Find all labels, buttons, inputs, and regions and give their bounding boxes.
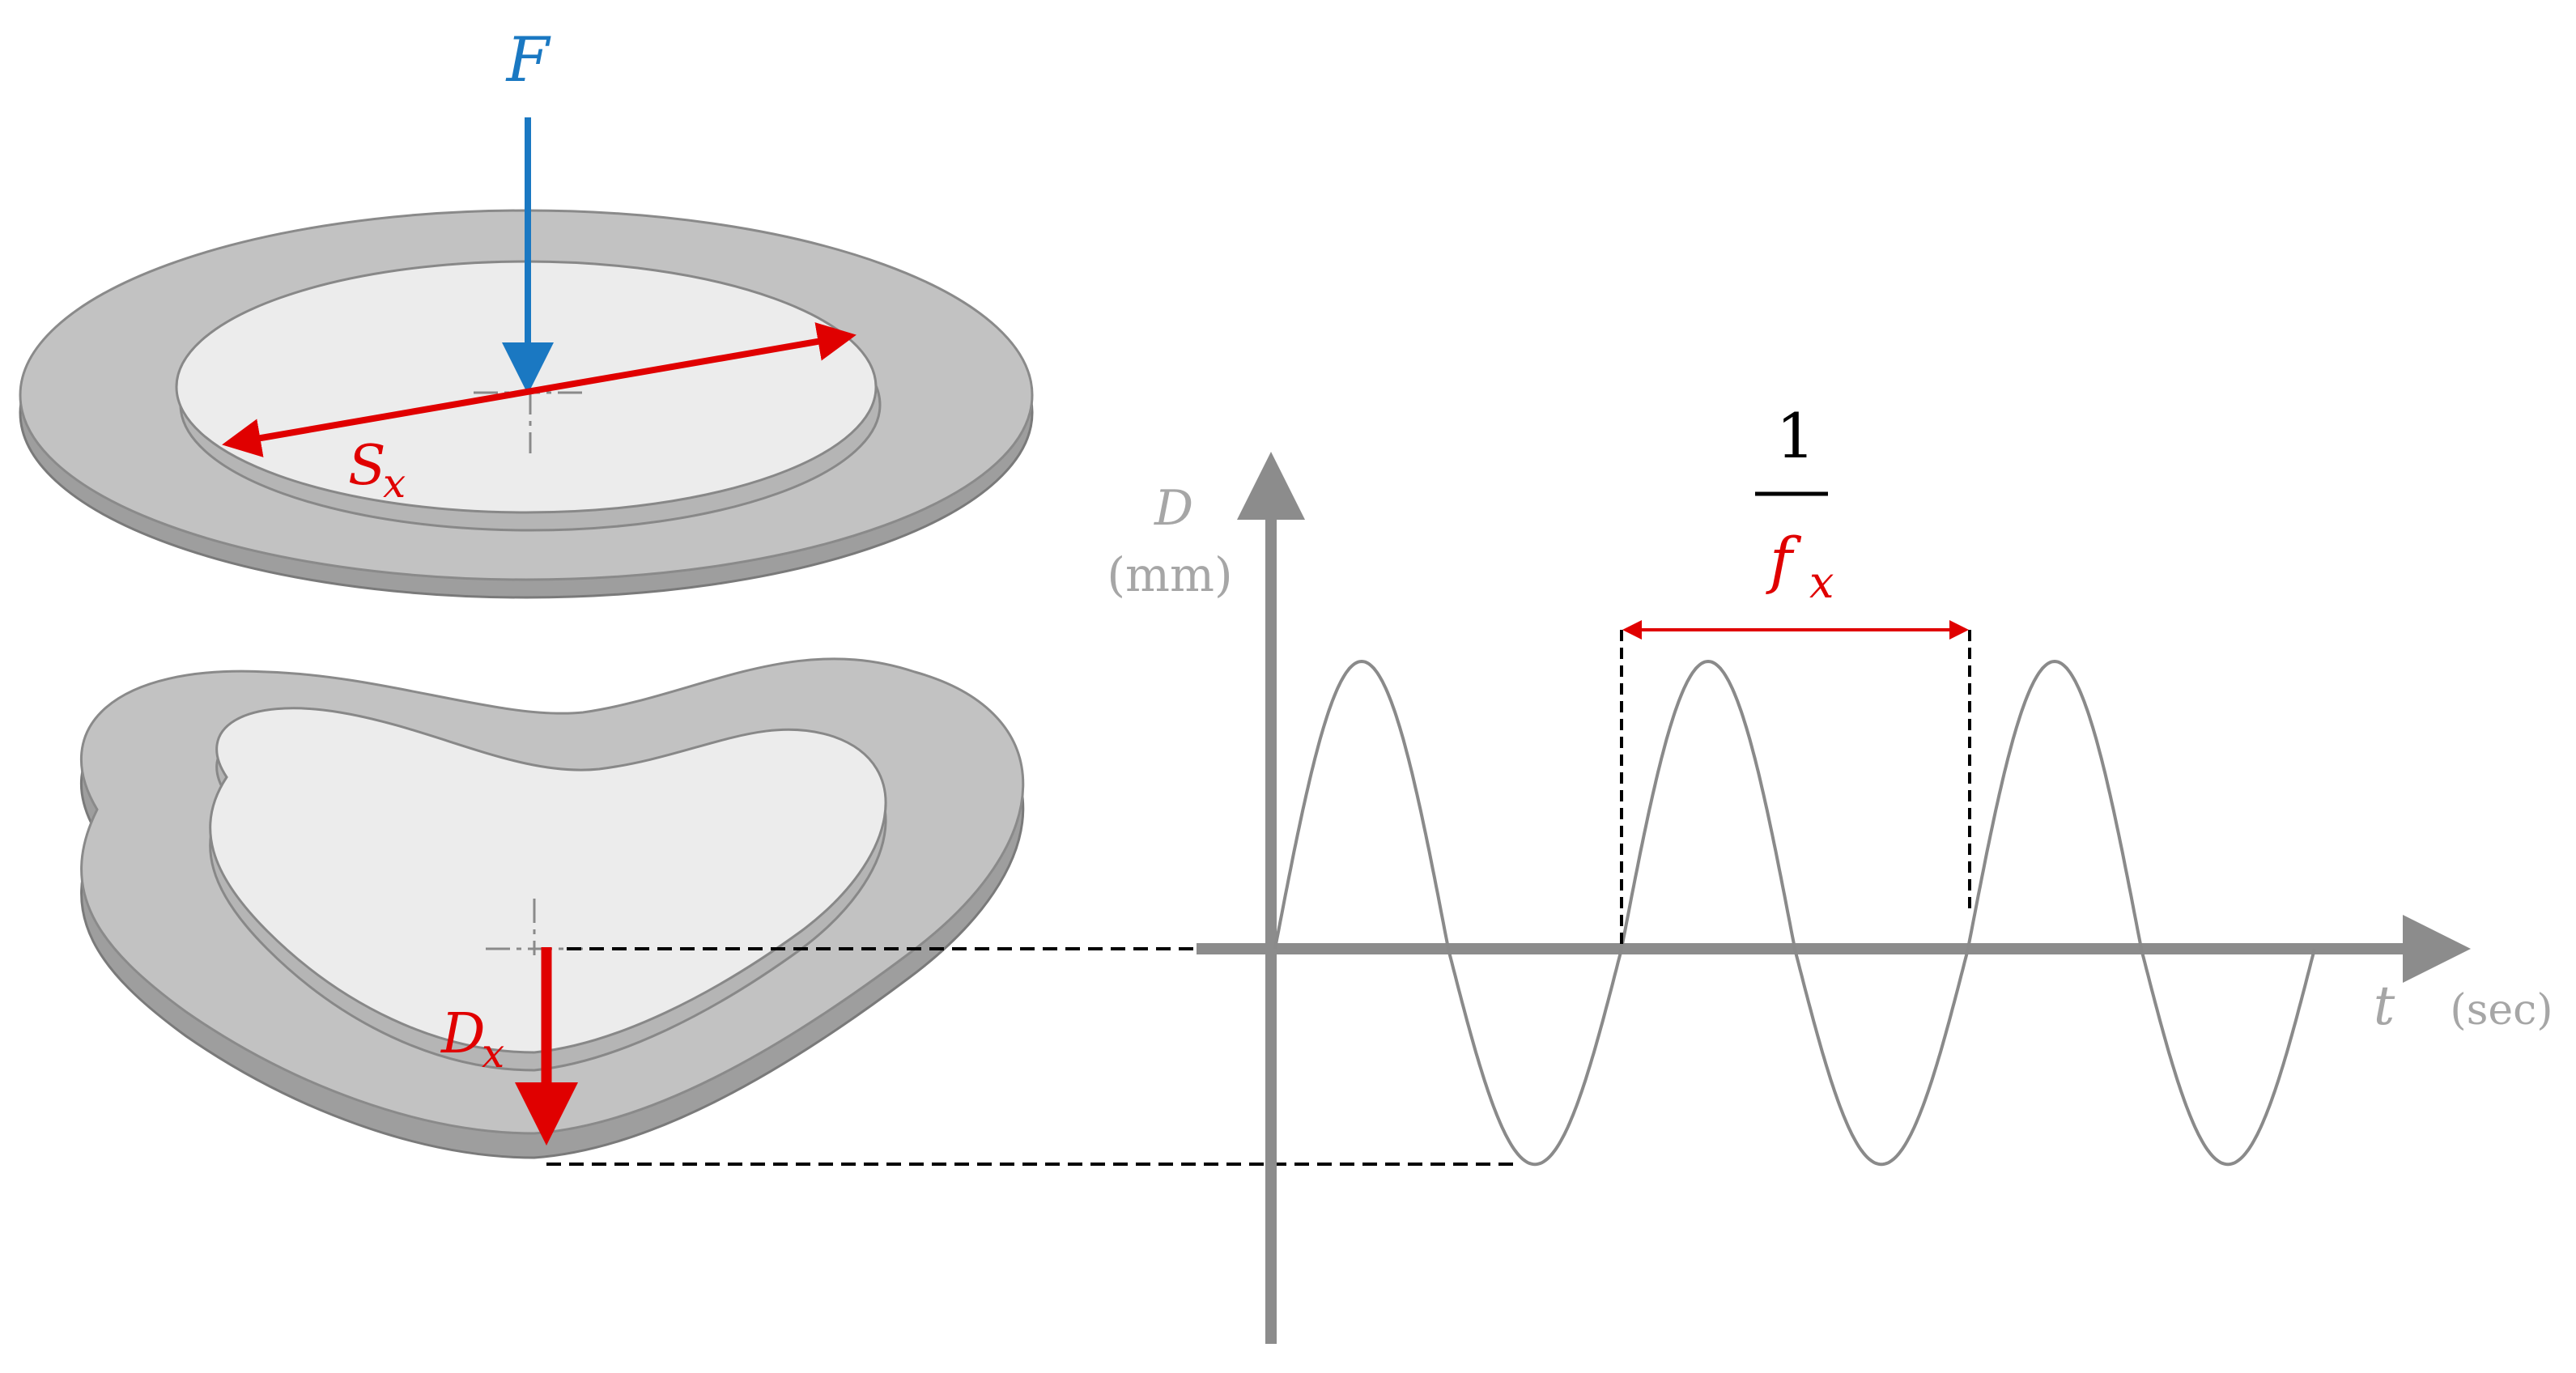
period-label: 1 f x [1755, 400, 1834, 608]
y-axis-unit: (mm) [1107, 547, 1232, 602]
period-numerator: 1 [1776, 400, 1815, 472]
x-axis-symbol: t [2374, 975, 2395, 1037]
period-denominator-sub: x [1809, 557, 1834, 608]
x-axis-unit: (sec) [2450, 986, 2553, 1035]
svg-text:D: D [440, 1002, 486, 1066]
period-denominator: f [1766, 524, 1802, 596]
displacement-time-graph: D (mm) t (sec) [1107, 452, 2553, 1344]
period-bracket [1620, 620, 1971, 949]
svg-text:S: S [348, 434, 386, 498]
svg-text:x: x [383, 460, 406, 507]
svg-text:x: x [482, 1030, 504, 1077]
deformed-membrane [80, 657, 1025, 1159]
span-label: S x [348, 434, 406, 507]
displacement-label: D x [440, 1002, 504, 1077]
displacement-waveform [1273, 659, 2316, 1167]
force-label: F [505, 23, 551, 96]
span-dimension-arrow [222, 322, 857, 457]
y-axis-symbol: D [1154, 480, 1193, 537]
